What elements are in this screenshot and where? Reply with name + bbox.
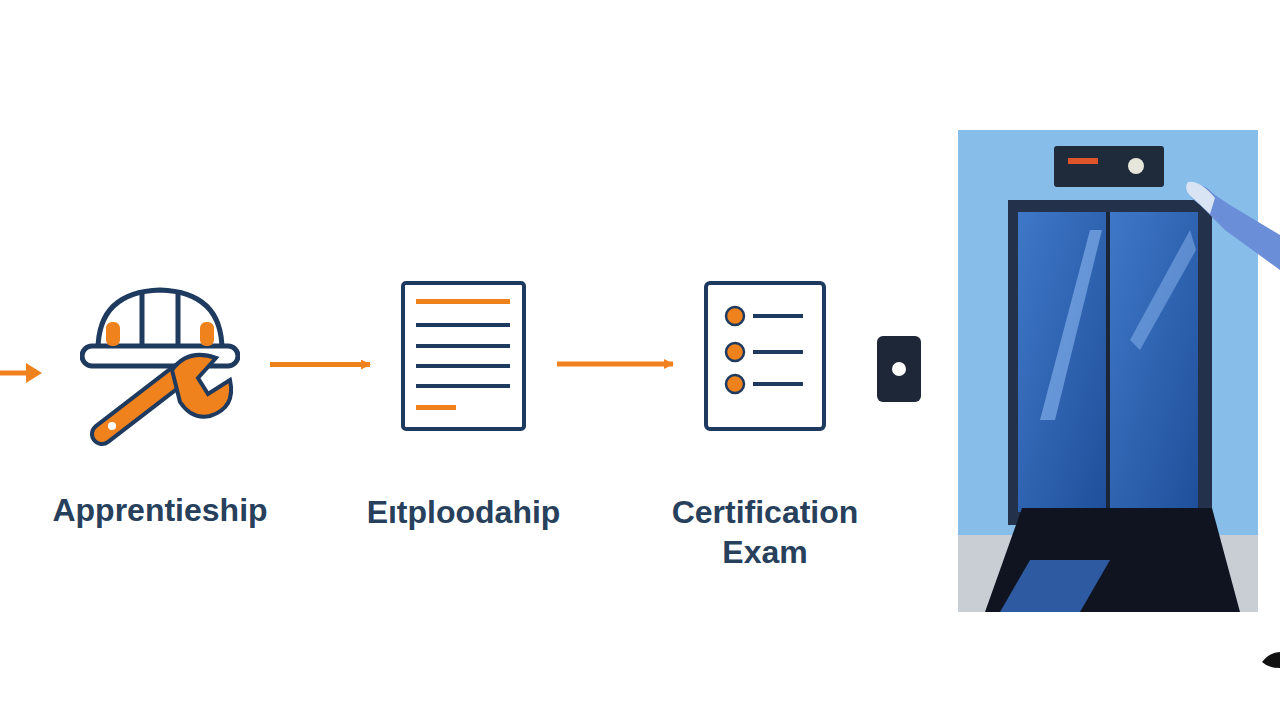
elevator-illustration [958, 130, 1280, 612]
step-label: Apprentieship [15, 490, 305, 530]
document-step: Eıtploodahip [400, 280, 527, 432]
step-icon [703, 280, 827, 432]
device-icon [877, 336, 921, 402]
flow-arrow [270, 362, 370, 367]
step-label: Certification Exam [640, 492, 890, 572]
checklist-step: Certification Exam [703, 280, 827, 432]
step-icon [80, 262, 240, 452]
shoe-fragment [1262, 652, 1280, 668]
step-icon [400, 280, 527, 432]
step-label: Eıtploodahip [319, 492, 609, 532]
flow-arrow [557, 362, 673, 367]
apprenticeship-step: Apprentieship [80, 262, 240, 452]
lead-arrow [0, 363, 42, 383]
